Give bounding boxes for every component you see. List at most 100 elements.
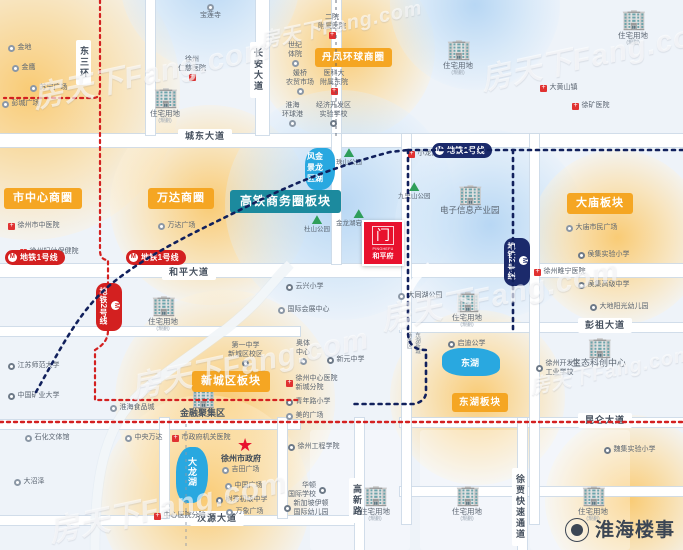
metro-badge-line1-center[interactable]: M 地铁1号线 <box>5 250 65 265</box>
building-icon: 🏢 <box>455 485 481 507</box>
poi-singapore-kindergarten: 新加坡伊顿国际幼儿园 <box>284 500 329 517</box>
poi-huaihai-food-city: 淮海食品城 <box>110 404 155 413</box>
parcel-label: 生态科创中心 <box>572 358 627 368</box>
poi-label: 徐州市政府 <box>221 454 261 463</box>
poi-label: 媛桥农贸市场 <box>286 70 314 86</box>
water-jinlonghu: 风金景龙区湖 <box>305 148 335 190</box>
parcel-label: 住宅用地 <box>618 31 648 40</box>
poi-label: 江苏师范大学 <box>17 362 60 369</box>
road-vertical-5 <box>160 418 169 518</box>
school-icon <box>330 120 337 127</box>
parcel-sub: (規劃) <box>460 322 474 328</box>
project-marker[interactable]: 门 PINGHEFU 和平府 <box>362 220 404 266</box>
glow-damiao <box>530 150 683 325</box>
poi-label: 徐州睢宁医院 <box>543 268 586 275</box>
poi-jinying: 金鹰 <box>12 64 36 73</box>
poi-century-gym: 世纪体院 <box>288 42 302 67</box>
park-label: 杜山公园 <box>304 226 330 233</box>
parcel-sub: (規劃) <box>626 40 640 46</box>
poi-label: 徐州中心医院新城分院 <box>295 375 338 391</box>
poi-zhongguo-plaza: 中国广场 <box>225 482 263 491</box>
poi-eton-school: 华顿国际学校 <box>288 482 326 499</box>
poi-label: 徐矿医院 <box>581 102 610 109</box>
poi-dadi-kindergarten: 大地阳光幼儿园 <box>590 303 649 312</box>
metro-label: 地铁2号线 <box>507 242 516 280</box>
hospital-icon <box>8 222 15 230</box>
glow-east <box>390 0 560 90</box>
school-icon <box>604 446 611 454</box>
poi-dot-icon <box>158 222 165 230</box>
parcel-electronics-park: 🏢 电子信息产业园 <box>440 185 500 215</box>
district-hsr-business[interactable]: 高铁商务圈板块 <box>230 190 342 213</box>
poi-dot-icon <box>110 404 117 412</box>
poi-kaifaqu-school: 经济开发区实验学校 <box>316 102 351 127</box>
poi-dot-icon <box>14 478 21 486</box>
poi-label: 大黄山镇 <box>549 84 578 91</box>
poi-label: 淮海环球港 <box>282 102 303 118</box>
building-icon: 🏢 <box>153 87 179 109</box>
poi-label: 国际会展中心 <box>287 306 330 313</box>
district-donghu[interactable]: 东湖板块 <box>452 393 509 412</box>
poi-label: 彭城广场 <box>11 100 40 107</box>
poi-label: 侯集高级中学 <box>587 281 630 288</box>
hill-icon: ⛰ <box>311 212 323 227</box>
poi-label: 美的广场 <box>295 412 324 419</box>
parcel-residential-2: 🏢 住宅用地 (規劃) <box>443 40 473 76</box>
metro-badge-line2-east[interactable]: M 地铁2号线 <box>504 238 530 286</box>
hospital-icon <box>534 268 541 276</box>
poi-label: 医科大附属东院 <box>320 70 348 86</box>
brand-logo: 淮海楼事 <box>564 518 675 542</box>
school-icon <box>590 303 597 311</box>
district-damiao[interactable]: 大庙板块 <box>567 193 633 214</box>
poi-olympic-center: 奥体中心 <box>296 340 310 365</box>
metro-badge-line1-east[interactable]: M 地铁1号线 <box>432 143 492 158</box>
park-dushan: ⛰ 杜山公园 <box>304 213 330 234</box>
poi-houji-primary: 侯集实验小学 <box>578 251 630 260</box>
parcel-sub: (規劃) <box>368 516 382 522</box>
poi-label: 淮海食品城 <box>119 404 155 411</box>
parcel-residential-4: 🏢 住宅用地 (規劃) <box>148 296 178 332</box>
circle-logo-icon <box>564 518 589 542</box>
hospital-icon <box>330 87 338 95</box>
school-icon <box>284 505 291 512</box>
poi-dot-icon <box>25 434 32 442</box>
poi-suning: 苏宁广场 <box>30 84 68 93</box>
poi-jindi: 金地 <box>8 44 32 53</box>
district-newcity[interactable]: 新城区板块 <box>192 371 270 392</box>
school-icon <box>318 487 326 494</box>
metro-badge-line2-west[interactable]: M 地铁2号线 <box>96 283 122 331</box>
poi-label: 金鹰 <box>21 64 36 71</box>
project-cn-name: 和平府 <box>372 252 394 260</box>
district-city-center[interactable]: 市中心商圈 <box>4 188 82 209</box>
metro-icon: M <box>435 146 444 155</box>
poi-label: 大同湖公园 <box>407 292 443 299</box>
hill-icon: ⛰ <box>408 179 420 194</box>
road-pengzu-dadao <box>400 323 683 332</box>
poi-tcm-hospital: 徐州市中医院 <box>8 222 60 231</box>
poi-dot-icon <box>12 64 19 72</box>
metro-icon: M <box>519 256 528 266</box>
poi-label: 中央万达 <box>134 434 163 441</box>
district-wanda[interactable]: 万达商圈 <box>148 188 214 209</box>
building-icon: 🏢 <box>458 184 483 206</box>
metro-badge-line1-wanda[interactable]: M 地铁1号线 <box>126 250 186 265</box>
building-icon: 🏢 <box>455 291 481 313</box>
parcel-residential-8: 🏢 住宅用地 (規劃) <box>578 486 608 522</box>
district-danfeng[interactable]: 丹凤环球商圈 <box>315 48 393 67</box>
poi-dot-icon <box>125 434 132 442</box>
hospital-icon <box>328 31 336 39</box>
parcel-residential-5: 🏢 住宅用地 (規劃) <box>452 292 482 328</box>
poi-shihua-gym: 石化文体馆 <box>25 434 70 443</box>
park-label: 珠山公园 <box>336 159 362 166</box>
school-icon <box>327 356 334 364</box>
poi-label: 宝莲寺 <box>200 12 221 19</box>
hospital-icon <box>408 150 415 158</box>
parcel-label: 金融聚集区 <box>180 408 226 418</box>
road-cross-1 <box>0 420 300 429</box>
poi-dahuangshan: 大黄山镇 <box>540 84 578 93</box>
building-icon: 🏢 <box>363 485 389 507</box>
park-zhushan: ⛰ 珠山公园 <box>336 146 362 167</box>
park-jiulishan: ⛰ 九里山公园 <box>398 180 431 201</box>
